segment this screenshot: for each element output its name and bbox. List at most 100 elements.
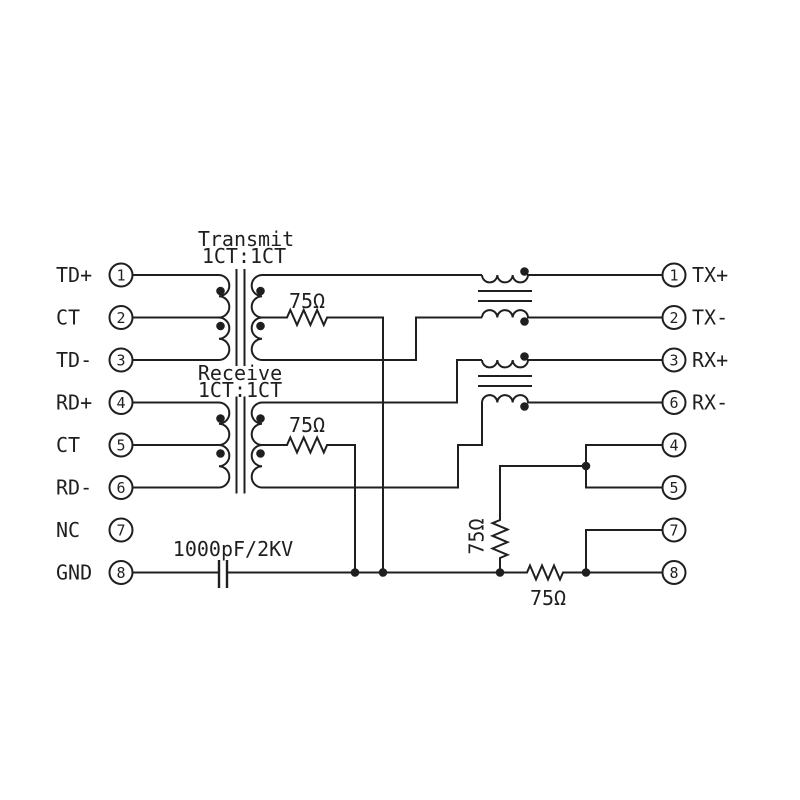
left-pin-2-number: 2 bbox=[116, 309, 125, 327]
left-pin-2: CT 2 bbox=[56, 305, 134, 330]
left-pin-6-label: RD- bbox=[56, 476, 92, 500]
pair78-term-resistor-label: 75Ω bbox=[530, 586, 566, 610]
receive-transformer: Receive 1CT:1CT bbox=[198, 361, 282, 494]
pair45-term-resistor-label: 75Ω bbox=[465, 518, 489, 554]
right-pin-5-number: 5 bbox=[669, 479, 678, 497]
rx-ct-resistor-branch bbox=[262, 435, 356, 573]
right-pin-8: 8 bbox=[661, 560, 687, 585]
tx-common-mode-choke bbox=[478, 267, 663, 326]
right-pin-7-number: 7 bbox=[669, 521, 678, 539]
polarity-dot bbox=[520, 402, 529, 411]
right-pin-4-number: 4 bbox=[669, 436, 678, 454]
secondary-routing: 75Ω 75Ω bbox=[262, 274, 483, 573]
polarity-dot bbox=[216, 449, 225, 458]
transmit-transformer-name: Transmit bbox=[198, 227, 294, 251]
tx-choke-top-winding bbox=[481, 274, 663, 284]
polarity-dot bbox=[520, 267, 529, 276]
right-pin-2: 2 TX- bbox=[661, 305, 728, 330]
left-pin-6-circle bbox=[108, 475, 134, 500]
transmit-core-lines bbox=[235, 269, 246, 366]
polarity-dot bbox=[520, 317, 529, 326]
left-pin-3-circle bbox=[108, 347, 134, 373]
left-pin-5-circle bbox=[108, 432, 134, 458]
left-pin-wires bbox=[132, 274, 219, 574]
polarity-dot bbox=[520, 352, 529, 361]
right-pin-5-circle bbox=[661, 475, 687, 500]
receive-core-lines bbox=[235, 396, 246, 494]
right-pin-8-number: 8 bbox=[669, 564, 678, 582]
tx-secondary-bottom-wire bbox=[262, 316, 482, 361]
right-pin-1: 1 TX+ bbox=[661, 262, 728, 288]
right-pin-1-circle bbox=[661, 262, 687, 288]
rx-secondary-top-wire bbox=[262, 359, 482, 404]
pair45-term-resistor-branch bbox=[489, 465, 586, 573]
right-pin-2-number: 2 bbox=[669, 309, 678, 327]
rx-common-mode-choke bbox=[478, 352, 663, 411]
right-pin-5: 5 bbox=[661, 475, 687, 500]
junction-dot bbox=[581, 461, 591, 471]
right-pin-3-circle bbox=[661, 347, 687, 373]
rx-ct-resistor-label: 75Ω bbox=[289, 413, 325, 437]
polarity-dot bbox=[256, 321, 265, 331]
left-pin-7: NC 7 bbox=[56, 517, 134, 543]
left-pin-8-label: GND bbox=[56, 561, 92, 585]
capacitor-value-label: 1000pF/2KV bbox=[173, 537, 293, 561]
right-pin-3: 3 RX+ bbox=[661, 347, 728, 373]
left-pin-7-label: NC bbox=[56, 518, 80, 542]
receive-primary-winding bbox=[218, 401, 231, 489]
left-pin-column: TD+ 1 CT 2 TD- 3 RD+ 4 CT 5 RD- 6 bbox=[56, 262, 219, 585]
junction-dot bbox=[350, 568, 360, 577]
polarity-dot bbox=[256, 449, 265, 458]
left-pin-5-number: 5 bbox=[116, 436, 125, 454]
right-pin-2-label: TX- bbox=[692, 306, 728, 330]
rx-choke-top-winding bbox=[481, 359, 663, 369]
left-pin-2-circle bbox=[108, 305, 134, 330]
left-pin-8-number: 8 bbox=[116, 564, 125, 582]
pin7-tie-wire bbox=[585, 529, 663, 573]
left-pin-7-number: 7 bbox=[116, 521, 125, 539]
receive-transformer-name: Receive bbox=[198, 361, 282, 385]
left-pin-6: RD- 6 bbox=[56, 475, 134, 500]
right-pin-2-circle bbox=[661, 305, 687, 330]
ground-rail bbox=[227, 562, 663, 583]
right-pin-3-label: RX+ bbox=[692, 348, 728, 372]
right-pin-4: 4 bbox=[661, 432, 687, 458]
polarity-dot bbox=[256, 286, 265, 296]
rx-choke-bottom-winding bbox=[481, 394, 663, 404]
right-pin-6: 6 RX- bbox=[661, 390, 728, 415]
left-pin-3-number: 3 bbox=[116, 351, 125, 369]
left-pin-3: TD- 3 bbox=[56, 347, 134, 373]
left-pin-1-number: 1 bbox=[116, 266, 125, 284]
right-pin-4-circle bbox=[661, 432, 687, 458]
capacitor-plates bbox=[217, 560, 229, 588]
right-pin-3-number: 3 bbox=[669, 351, 678, 369]
right-pin-7: 7 bbox=[661, 517, 687, 543]
polarity-dot bbox=[216, 321, 225, 331]
rx-secondary-bottom-wire bbox=[262, 402, 483, 489]
right-pin-7-circle bbox=[661, 517, 687, 543]
left-pin-4-circle bbox=[108, 390, 134, 415]
junction-dot bbox=[495, 568, 505, 577]
tx-choke-bottom-winding bbox=[481, 309, 663, 319]
transmit-transformer-ratio: 1CT:1CT bbox=[202, 244, 286, 268]
rx-choke-core-lines bbox=[478, 375, 532, 387]
junction-dot bbox=[378, 568, 388, 577]
left-pin-5-label: CT bbox=[56, 433, 80, 457]
left-pin-1-circle bbox=[108, 262, 134, 288]
polarity-dot bbox=[216, 286, 225, 296]
left-pin-4-label: RD+ bbox=[56, 391, 92, 415]
left-pin-1: TD+ 1 bbox=[56, 262, 134, 288]
left-pin-8-circle bbox=[108, 560, 134, 585]
left-pin-2-label: CT bbox=[56, 306, 80, 330]
left-pin-1-label: TD+ bbox=[56, 263, 92, 287]
right-pin-6-circle bbox=[661, 390, 687, 415]
left-pin-6-number: 6 bbox=[116, 479, 125, 497]
junction-dot bbox=[581, 568, 591, 577]
transmit-primary-winding bbox=[218, 274, 231, 361]
left-pin-8: GND 8 bbox=[56, 560, 134, 585]
right-pin-8-circle bbox=[661, 560, 687, 585]
transmit-transformer: Transmit 1CT:1CT bbox=[198, 227, 294, 366]
right-pin-1-number: 1 bbox=[669, 266, 678, 284]
